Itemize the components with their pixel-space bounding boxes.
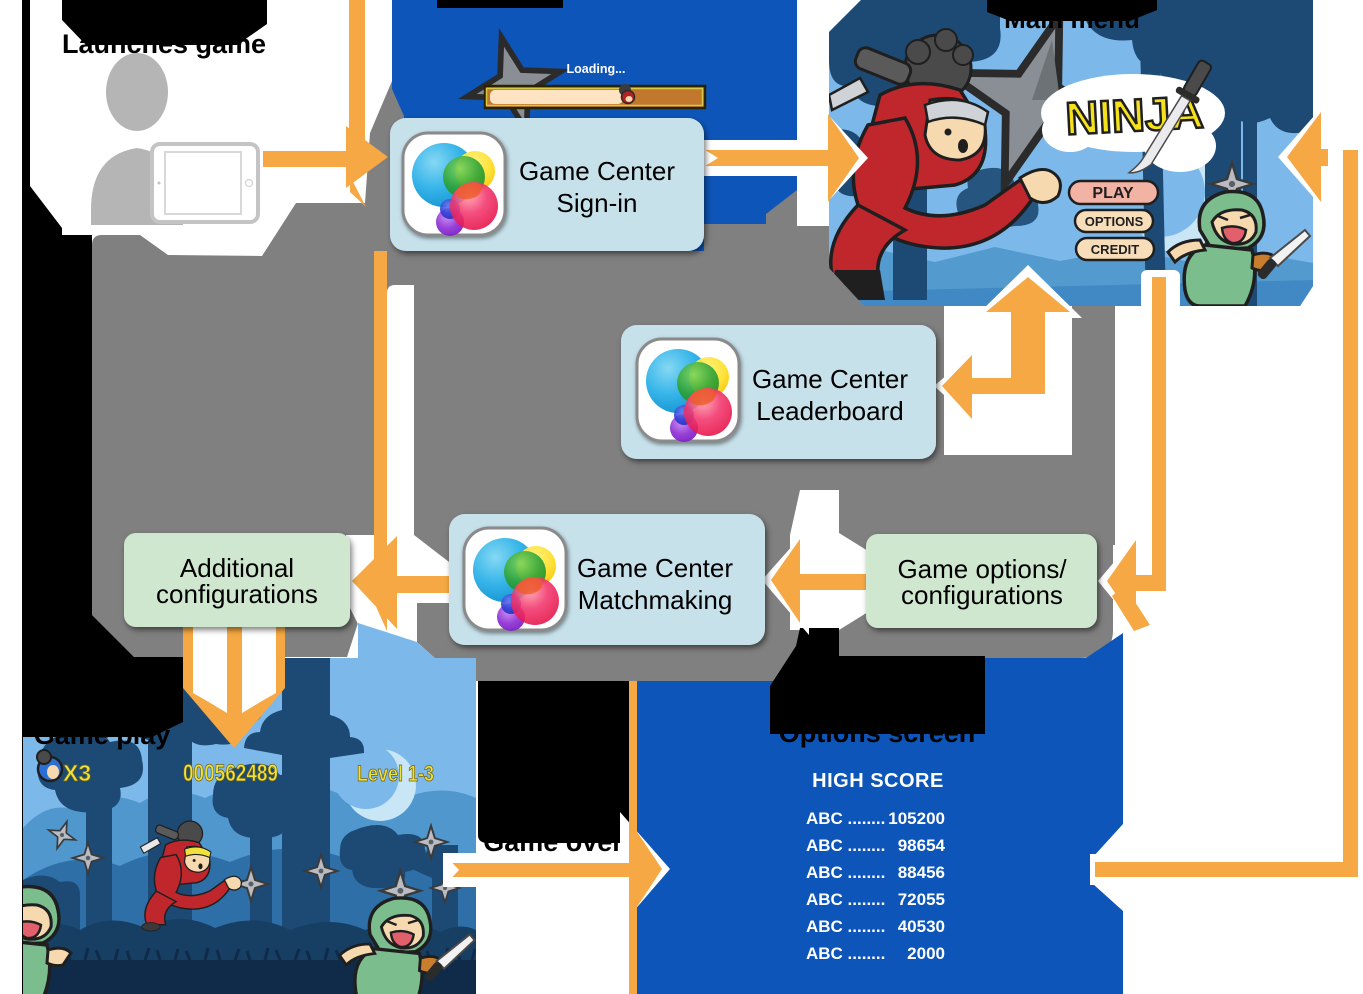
svg-text:Game Center: Game Center	[752, 364, 908, 394]
svg-text:Level 1-3: Level 1-3	[357, 761, 434, 786]
svg-text:ABC ........: ABC ........	[806, 944, 885, 963]
svg-text:Loading...: Loading...	[566, 62, 625, 76]
svg-text:40530: 40530	[898, 917, 945, 936]
svg-text:Matchmaking: Matchmaking	[578, 585, 733, 615]
svg-text:ABC ........: ABC ........	[806, 809, 885, 828]
svg-text:105200: 105200	[888, 809, 945, 828]
svg-text:ABC ........: ABC ........	[806, 863, 885, 882]
svg-text:configurations: configurations	[156, 579, 318, 609]
svg-text:ABC ........: ABC ........	[806, 890, 885, 909]
svg-text:OPTIONS: OPTIONS	[1085, 214, 1144, 229]
svg-text:PLAY: PLAY	[1092, 185, 1134, 202]
svg-text:98654: 98654	[898, 836, 946, 855]
svg-text:CREDIT: CREDIT	[1091, 242, 1139, 257]
svg-text:Game Center: Game Center	[519, 156, 675, 186]
svg-text:000562489: 000562489	[183, 760, 278, 787]
svg-text:ABC ........: ABC ........	[806, 917, 885, 936]
svg-text:X3: X3	[63, 760, 91, 786]
svg-text:HIGH SCORE: HIGH SCORE	[812, 770, 944, 792]
svg-text:88456: 88456	[898, 863, 945, 882]
svg-text:ABC ........: ABC ........	[806, 836, 885, 855]
svg-text:Game options/: Game options/	[897, 554, 1067, 584]
svg-text:Leaderboard: Leaderboard	[756, 396, 903, 426]
svg-text:2000: 2000	[907, 944, 945, 963]
svg-text:Game Center: Game Center	[577, 553, 733, 583]
svg-text:Sign-in: Sign-in	[557, 188, 638, 218]
svg-text:configurations: configurations	[901, 580, 1063, 610]
svg-text:72055: 72055	[898, 890, 945, 909]
svg-text:Additional: Additional	[180, 553, 294, 583]
